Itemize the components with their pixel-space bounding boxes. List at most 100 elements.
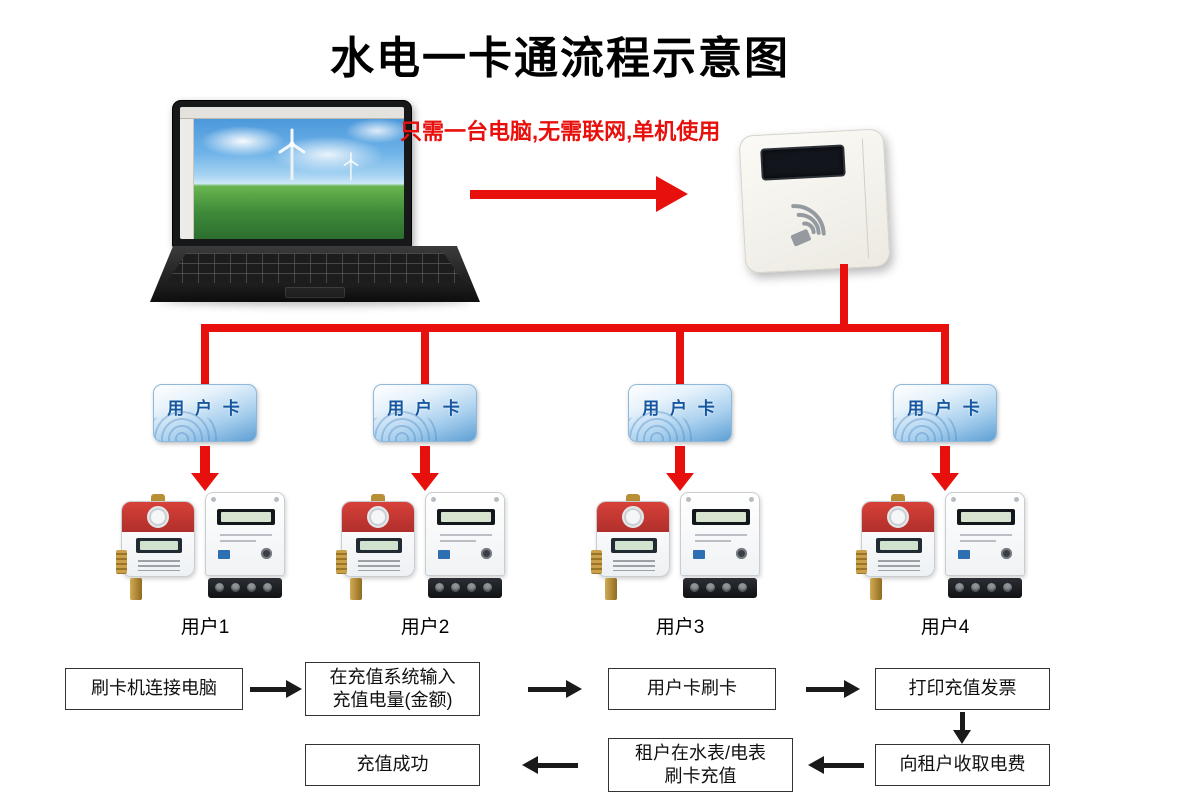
electric-meter-body	[680, 492, 760, 576]
water-meter-body	[121, 501, 195, 577]
electric-meter-ir-port	[736, 548, 747, 559]
flow-step-print-invoice: 打印充值发票	[875, 668, 1050, 710]
arrow-shaft	[528, 687, 566, 692]
user-card: 用 户 卡	[893, 384, 997, 442]
arrow-head-icon	[411, 473, 439, 491]
water-meter-markings	[138, 560, 180, 571]
screw-icon	[686, 497, 691, 502]
user-column-2: 用 户 卡	[335, 324, 515, 642]
arrow-head-icon	[286, 680, 302, 698]
card-reader	[738, 128, 891, 274]
terminal-knob	[483, 583, 492, 592]
water-meter-dial	[147, 506, 169, 528]
user-card-label: 用 户 卡	[387, 399, 463, 418]
arrow-shaft	[420, 446, 430, 473]
electric-meter	[945, 492, 1025, 602]
electric-meter	[425, 492, 505, 602]
terminal-knob	[706, 583, 715, 592]
flow-step-meter-recharge: 租户在水表/电表 刷卡充值	[608, 738, 793, 792]
electric-meter-terminal	[683, 578, 757, 598]
terminal-knob	[215, 583, 224, 592]
terminal-knob	[247, 583, 256, 592]
terminal-knob	[231, 583, 240, 592]
electric-meter-body	[425, 492, 505, 576]
screw-icon	[274, 497, 279, 502]
card-reader-screen	[760, 144, 846, 181]
water-meter-pipe	[870, 578, 882, 600]
user-card: 用 户 卡	[373, 384, 477, 442]
arrow-shaft	[960, 712, 965, 730]
electric-meter-ir-port	[481, 548, 492, 559]
arrow-head-icon	[666, 473, 694, 491]
water-meter	[336, 494, 415, 602]
terminal-knob	[722, 583, 731, 592]
window-titlebar	[180, 107, 404, 119]
user-label: 用户3	[655, 617, 705, 638]
card-reader-seam	[861, 138, 870, 259]
rfid-waves-icon	[790, 204, 826, 247]
water-meter-fitting	[591, 550, 602, 574]
connector-card-drop	[421, 324, 429, 388]
electric-meter-terminal	[428, 578, 502, 598]
connector-card-drop	[941, 324, 949, 388]
water-meter-body	[596, 501, 670, 577]
electric-meter-label-line	[695, 534, 747, 536]
water-meter-lcd	[136, 538, 182, 553]
electric-meter-display	[957, 509, 1015, 525]
arrow-head-icon	[656, 176, 688, 212]
electric-meter-label-line	[220, 540, 256, 542]
connector-card-drop	[201, 324, 209, 388]
user-card: 用 户 卡	[153, 384, 257, 442]
terminal-knob	[955, 583, 964, 592]
water-meter-dial	[367, 506, 389, 528]
electric-meter-label-line	[220, 534, 272, 536]
arrow-shaft	[675, 446, 685, 473]
water-meter-markings	[613, 560, 655, 571]
water-meter-dial	[622, 506, 644, 528]
water-meter	[591, 494, 670, 602]
user-card-label: 用 户 卡	[907, 399, 983, 418]
electric-meter-terminal	[948, 578, 1022, 598]
water-meter-dial	[887, 506, 909, 528]
arrow-head-icon	[844, 680, 860, 698]
electric-meter-display	[692, 509, 750, 525]
user-label: 用户1	[180, 617, 230, 638]
water-meter-body	[861, 501, 935, 577]
electric-meter-display	[437, 509, 495, 525]
user-column-1: 用 户 卡	[115, 324, 295, 642]
wind-turbine-icon	[343, 152, 359, 181]
electric-meter-terminal	[208, 578, 282, 598]
electric-meter-body	[945, 492, 1025, 576]
electric-meter-ir-port	[1001, 548, 1012, 559]
arrow-shaft	[200, 446, 210, 473]
water-meter-lcd	[611, 538, 657, 553]
flow-step-swipe-card: 用户卡刷卡	[608, 668, 776, 710]
terminal-knob	[971, 583, 980, 592]
flow-step-connect-reader: 刷卡机连接电脑	[65, 668, 243, 710]
terminal-knob	[987, 583, 996, 592]
electric-meter-label-line	[440, 540, 476, 542]
laptop-shadow	[160, 296, 470, 306]
user-label: 用户2	[400, 617, 450, 638]
arrow-head-icon	[808, 756, 824, 774]
flow-step-recharge-success: 充值成功	[305, 744, 480, 786]
arrow-shaft	[940, 446, 950, 473]
laptop-screen	[172, 100, 412, 248]
electric-meter-label-line	[695, 540, 731, 542]
terminal-knob	[467, 583, 476, 592]
water-meter-body	[341, 501, 415, 577]
arrow-head-icon	[931, 473, 959, 491]
screw-icon	[211, 497, 216, 502]
water-meter-cap	[371, 494, 385, 502]
water-meter-markings	[358, 560, 400, 571]
connector-reader-drop	[840, 264, 848, 328]
laptop-keyboard-base	[150, 246, 480, 302]
water-meter	[856, 494, 935, 602]
water-meter-cap	[151, 494, 165, 502]
arrow-shaft	[470, 190, 656, 199]
electric-meter-logo	[958, 550, 970, 559]
arrow-shaft	[538, 763, 578, 768]
electric-meter-ir-port	[261, 548, 272, 559]
electric-meter	[680, 492, 760, 602]
